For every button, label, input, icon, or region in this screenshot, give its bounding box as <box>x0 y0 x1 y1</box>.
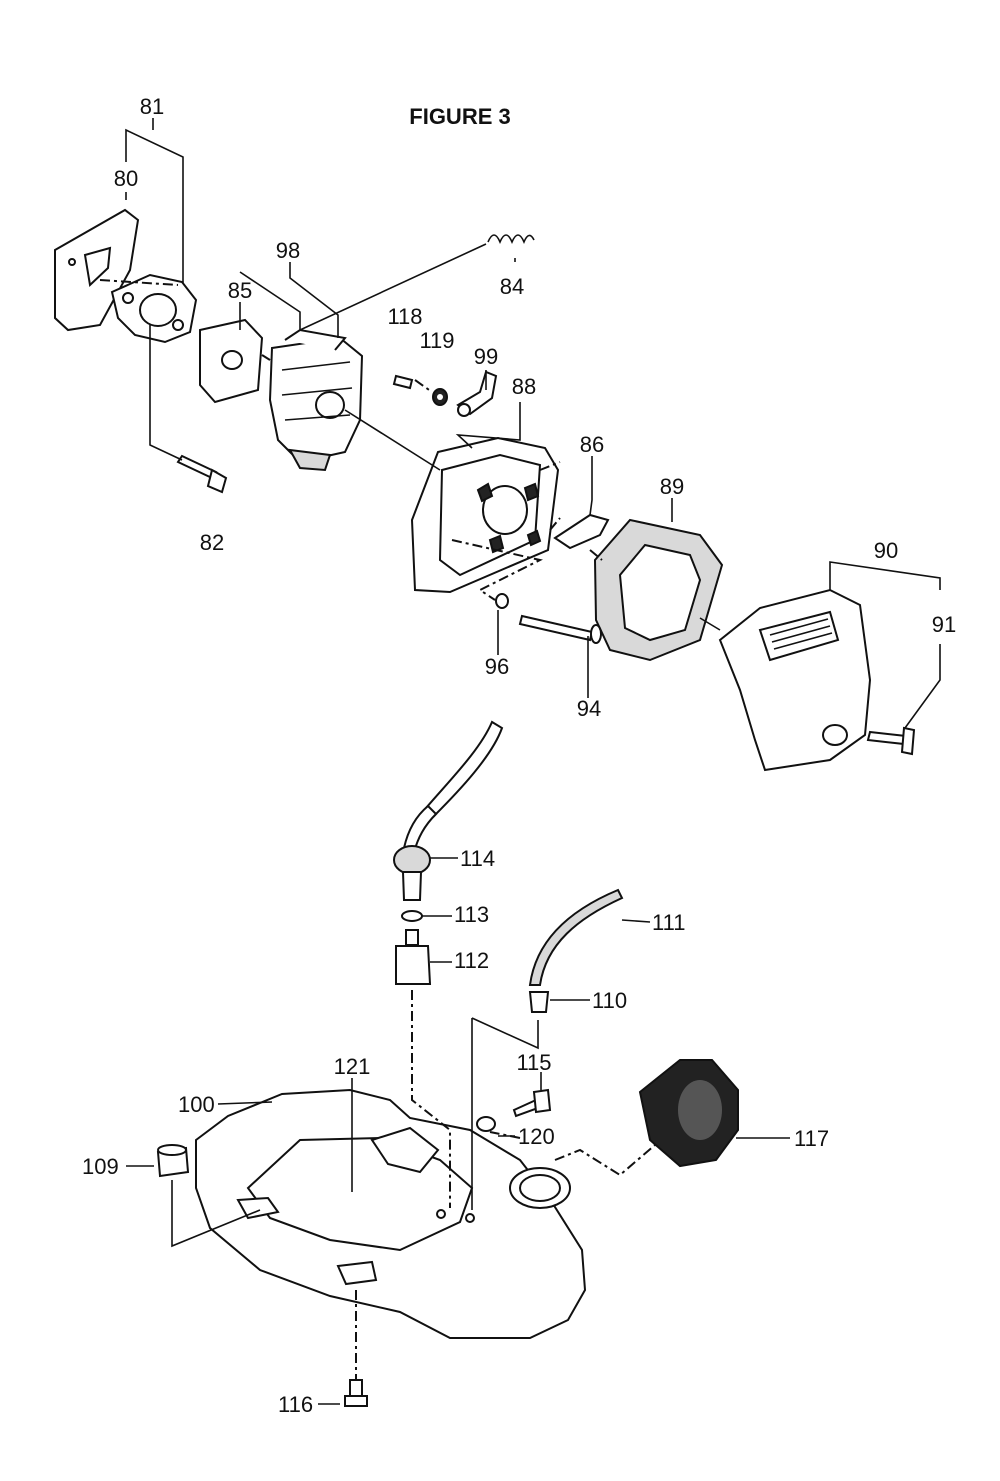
callout-89: 89 <box>660 474 684 499</box>
callout-81: 81 <box>140 94 164 119</box>
callout-113: 113 <box>454 902 489 927</box>
callout-99: 99 <box>474 344 498 369</box>
callout-120: 120 <box>518 1124 555 1149</box>
screw-115 <box>512 1088 552 1118</box>
vent-110 <box>528 991 550 1013</box>
callout-116: 116 <box>278 1392 313 1417</box>
fuel-cap-117 <box>638 1059 739 1168</box>
collar-96 <box>495 593 509 609</box>
upper-centerlines <box>99 279 603 601</box>
callout-90: 90 <box>874 538 898 563</box>
figure-title: FIGURE 3 <box>409 104 510 129</box>
callout-88: 88 <box>512 374 536 399</box>
callout-94: 94 <box>577 696 601 721</box>
callout-109: 109 <box>82 1154 119 1179</box>
fuel-pipe <box>402 720 504 854</box>
screw-91 <box>866 726 916 756</box>
callout-96: 96 <box>485 654 509 679</box>
upper-leader-lines <box>125 118 941 729</box>
callout-80: 80 <box>114 166 138 191</box>
fuel-tank-100 <box>195 1088 587 1339</box>
fuel-filter-114 <box>393 845 431 901</box>
grommet-112 <box>395 929 432 985</box>
callout-labels: 81 80 98 85 84 118 119 99 88 86 89 82 90… <box>82 94 956 1417</box>
callout-117: 117 <box>794 1126 829 1151</box>
callout-112: 112 <box>454 948 489 973</box>
screw-82 <box>176 454 228 494</box>
callout-114: 114 <box>460 846 495 871</box>
cleaner-cover-90 <box>718 588 872 772</box>
intake-adapter-81 <box>110 273 198 344</box>
bolt-94 <box>518 614 602 644</box>
screw-118 <box>392 374 414 390</box>
callout-98: 98 <box>276 238 300 263</box>
air-filter-89 <box>593 518 724 662</box>
callout-91: 91 <box>932 612 956 637</box>
lower-centerlines <box>355 990 656 1380</box>
gasket-85 <box>199 318 264 404</box>
callout-111: 111 <box>652 910 685 935</box>
air-cleaner-base-88 <box>410 436 560 594</box>
clamp-113 <box>401 910 423 922</box>
washer-119 <box>432 388 448 406</box>
callout-100: 100 <box>178 1092 215 1117</box>
choke-lever-99 <box>456 370 498 417</box>
callout-110: 110 <box>592 988 627 1013</box>
callout-121: 121 <box>334 1054 371 1079</box>
choke-shutter-86 <box>553 513 610 550</box>
callout-119: 119 <box>419 328 454 353</box>
cushion-109 <box>156 1144 190 1178</box>
callout-115: 115 <box>516 1050 551 1075</box>
callout-85: 85 <box>228 278 252 303</box>
callout-82: 82 <box>200 530 224 555</box>
callout-118: 118 <box>387 304 422 329</box>
insulator-plate-80 <box>54 208 140 332</box>
washer-120 <box>476 1116 496 1132</box>
throttle-spring-84 <box>487 234 535 245</box>
carburetor-98 <box>268 328 364 472</box>
screw-116 <box>344 1379 368 1407</box>
return-line-111 <box>528 888 624 986</box>
callout-84: 84 <box>500 274 524 299</box>
callout-86: 86 <box>580 432 604 457</box>
